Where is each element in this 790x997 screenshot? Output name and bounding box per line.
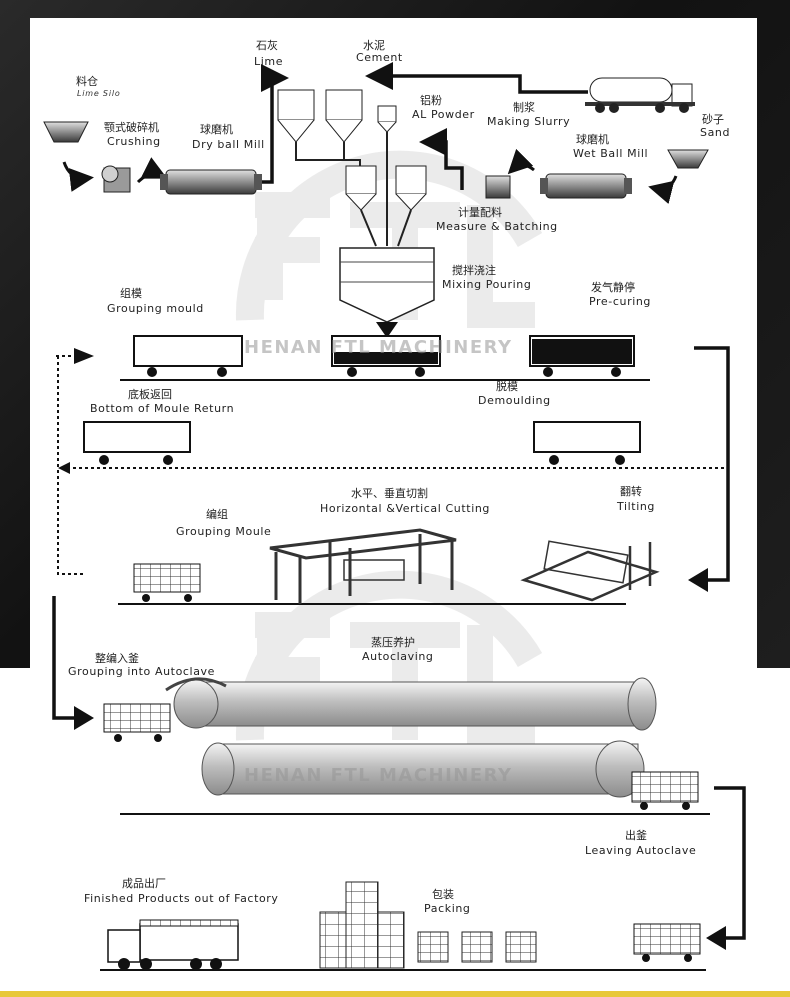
arrow-sand-to-wetmill [648,175,678,204]
label-lime-silo-zh: 料仓 [76,75,98,88]
watermark-text-top: HENAN FTL MACHINERY [244,337,513,358]
label-tilting-en: Tilting [617,500,656,513]
arrow-truck-to-cement [365,62,588,94]
arrow-mill-to-lime [261,64,289,184]
accent-strip [0,991,790,997]
label-demoulding-zh: 脱模 [496,380,518,393]
brick-cart-autoclave-in [103,703,171,742]
arrow-silo-to-crusher [62,161,94,192]
lime-silo-hopper [43,121,89,143]
label-cement-zh: 水泥 [363,39,385,52]
batching-hopper-right [395,165,427,211]
label-wet-mill-zh: 球磨机 [576,133,609,146]
autoclave-upper [165,677,657,731]
label-tilting-zh: 翻转 [620,485,642,498]
label-leaving-autoclave-zh: 出釜 [625,829,647,842]
label-grouping-moule-en: Grouping Moule [176,525,272,538]
packed-pallets [417,931,537,963]
brick-stack-tall [319,881,405,969]
al-powder-hopper [377,105,397,133]
label-packing-en: Packing [424,902,471,915]
label-finished-en: Finished Products out of Factory [84,892,279,905]
label-autoclaving-zh: 蒸压养护 [371,636,415,649]
label-sand-en: Sand [700,126,731,139]
cement-silo [325,89,363,152]
arrow-head-tilting [688,568,708,592]
arrow-precure-to-tilting [694,346,730,582]
dry-ball-mill [160,169,262,195]
label-lime-en: Lime [254,55,284,68]
label-finished-zh: 成品出厂 [122,877,166,890]
label-cutting-en: Horizontal &Vertical Cutting [320,502,490,515]
slurry-tank [485,175,511,199]
label-mixing-en: Mixing Pouring [442,278,532,291]
batching-feed-pipes [360,209,412,247]
label-batching-zh: 计量配料 [458,206,502,219]
label-lime-zh: 石灰 [256,39,278,52]
label-packing-zh: 包装 [432,888,454,901]
label-lime-silo-en: Lime Silo [77,89,121,98]
return-cart [83,421,191,465]
lime-silo [277,89,315,152]
arrow-wetmill-to-slurry [507,148,535,175]
arrow-head-packing [706,926,726,950]
label-return-zh: 底板返回 [128,388,172,401]
label-al-powder-en: AL Powder [412,108,475,121]
label-leaving-autoclave-en: Leaving Autoclave [585,844,697,857]
label-mixing-zh: 搅拌浇注 [452,264,496,277]
label-crushing-zh: 颚式破碎机 [104,121,159,134]
cutting-machine [269,528,457,604]
watermark-logo [235,150,543,748]
finished-truck [107,919,239,970]
label-slurry-zh: 制浆 [513,101,535,114]
label-autoclaving-en: Autoclaving [362,650,434,663]
arrow-return-entry [74,348,94,364]
label-cutting-zh: 水平、垂直切割 [351,487,428,500]
label-al-powder-zh: 铝粉 [420,94,442,107]
tilting-machine [520,540,660,602]
arrow-return-left [58,462,70,474]
label-grouping-autoclave-en: Grouping into Autoclave [68,665,216,678]
brick-cart-final [633,923,701,962]
brick-cart-grouping [133,563,201,602]
jaw-crusher [101,165,131,193]
mixer [339,247,435,338]
label-dry-mill-zh: 球磨机 [200,123,233,136]
cement-tanker-truck [585,77,695,113]
wet-ball-mill [540,173,632,199]
label-return-en: Bottom of Moule Return [90,402,235,415]
batching-hopper-left [345,165,377,211]
label-wet-mill-en: Wet Ball Mill [573,147,649,160]
label-slurry-en: Making Slurry [487,115,571,128]
arrow-to-autoclave-group [52,596,84,720]
label-grouping-mould-en: Grouping mould [107,302,204,315]
label-crushing-en: Crushing [107,135,161,148]
arrow-to-packing [714,786,746,940]
label-precuring-zh: 发气静停 [591,281,635,294]
label-grouping-mould-zh: 组模 [120,287,142,300]
return-dotted-vertical [57,356,84,575]
label-dry-mill-en: Dry ball Mill [192,138,265,151]
arrow-slurry-to-batching [419,128,464,190]
label-demoulding-en: Demoulding [478,394,551,407]
label-grouping-moule-zh: 编组 [206,508,228,521]
feed-pipe-lime [295,152,361,168]
arrow-crusher-to-mill [136,157,168,184]
label-sand-zh: 砂子 [702,113,724,126]
label-cement-en: Cement [356,51,403,64]
sand-hopper [667,149,709,169]
watermark-text-bottom: HENAN FTL MACHINERY [244,765,513,786]
label-batching-en: Measure & Batching [436,220,558,233]
demoulded-cart [533,421,641,465]
arrow-head-autoclave-group [74,706,94,730]
mould-cart-filled [331,335,441,377]
label-precuring-en: Pre-curing [589,295,652,308]
mould-cart-empty [133,335,243,377]
label-grouping-autoclave-zh: 整编入釜 [95,652,139,665]
mould-cart-precured [529,335,635,377]
brick-cart-autoclave-out [631,771,699,810]
